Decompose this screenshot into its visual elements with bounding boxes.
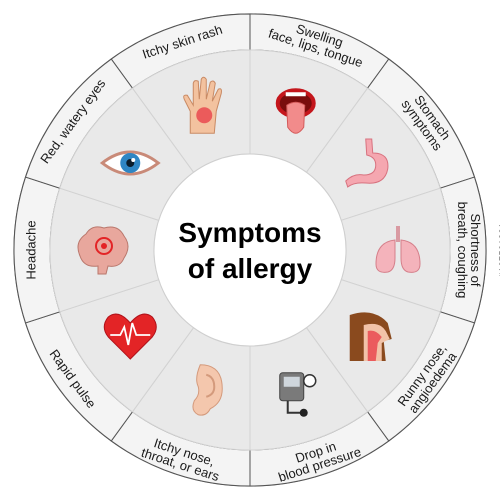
title-line-2: of allergy [188, 253, 313, 284]
mouth-tongue-icon [275, 88, 316, 134]
segment-label: Headache [24, 220, 39, 279]
ear-icon [192, 364, 223, 416]
stomach-icon [345, 138, 389, 188]
center-circle [153, 153, 347, 347]
segment-itchy-skin-rash: Itchy skin rash [110, 13, 251, 174]
nose-head-icon [349, 312, 392, 361]
blood-pressure-monitor-icon [279, 372, 317, 417]
eye-icon [99, 150, 161, 176]
title-line-1: Symptoms [178, 217, 321, 248]
heart-pulse-icon [103, 313, 157, 360]
segment-label: Shortness of [468, 214, 483, 287]
lungs-icon [375, 226, 421, 273]
segment-rapid-pulse: Rapid pulse [24, 279, 195, 442]
brain-icon [77, 226, 129, 275]
segment-label: breath, coughing [455, 202, 470, 299]
segment-itchy-nose: Itchy nose,throat, or ears [110, 326, 251, 487]
hand-rash-icon [183, 76, 222, 134]
